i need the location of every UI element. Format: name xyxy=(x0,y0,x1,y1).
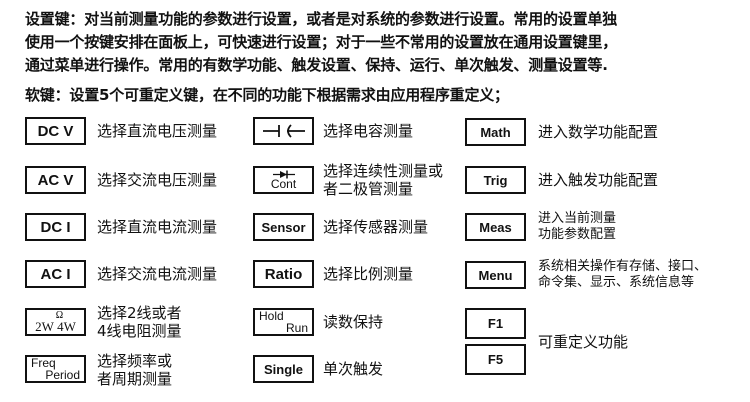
intro-line-1: 设置键：对当前测量功能的参数进行设置，或者是对系统的参数进行设置。常用的设置单独 xyxy=(25,10,618,28)
freq-desc-1: 选择频率或 xyxy=(97,352,173,370)
dci-desc: 选择直流电流测量 xyxy=(97,218,218,236)
aci-key: AC I xyxy=(25,260,86,288)
aci-desc: 选择交流电流测量 xyxy=(97,265,218,283)
cont-desc-2: 者二极管测量 xyxy=(323,180,414,198)
f5-key: F5 xyxy=(465,344,526,375)
softkey-desc: 可重定义功能 xyxy=(538,333,629,351)
ratio-key: Ratio xyxy=(253,260,314,288)
ohm-2w: 2W xyxy=(35,319,54,334)
menu-key: Menu xyxy=(465,261,526,289)
trig-key: Trig xyxy=(465,166,526,194)
meas-key: Meas xyxy=(465,213,526,241)
ohm-symbol: Ω xyxy=(55,310,64,321)
freq-desc-2: 者周期测量 xyxy=(97,370,173,388)
capacitance-key xyxy=(253,117,314,145)
freq-key: Freq Period xyxy=(25,355,86,383)
intro-line-3: 通过菜单进行操作。常用的有数学功能、触发设置、保持、运行、单次触发、测量设置等. xyxy=(25,56,608,74)
freq-label: Freq xyxy=(31,356,56,370)
cont-desc-1: 选择连续性测量或 xyxy=(323,162,444,180)
cont-label: Cont xyxy=(270,177,297,191)
sensor-desc: 选择传感器测量 xyxy=(323,218,429,236)
ohm-desc-2: 4线电阻测量 xyxy=(97,322,182,340)
dci-key: DC I xyxy=(25,213,86,241)
run-label: Run xyxy=(285,321,308,335)
acv-key: AC V xyxy=(25,166,86,194)
ohm-key: Ω 2W 4W xyxy=(25,308,86,336)
math-key: Math xyxy=(465,118,526,146)
capacitor-icon xyxy=(262,124,305,138)
ratio-desc: 选择比例测量 xyxy=(323,265,414,283)
menu-desc-1: 系统相关操作有存储、接口、 xyxy=(538,259,708,274)
f1-key: F1 xyxy=(465,308,526,339)
acv-desc: 选择交流电压测量 xyxy=(97,171,218,189)
ohm-4w: 4W xyxy=(57,319,76,334)
intro-line-2: 使用一个按键安排在面板上，可快速进行设置；对于一些不常用的设置放在通用设置键里， xyxy=(25,33,618,51)
hold-label: Hold xyxy=(259,309,284,323)
meas-desc-1: 进入当前测量 xyxy=(538,211,617,226)
meas-desc-2: 功能参数配置 xyxy=(538,227,617,242)
single-key: Single xyxy=(253,355,314,383)
sensor-key: Sensor xyxy=(253,213,314,241)
hold-desc: 读数保持 xyxy=(323,313,384,331)
single-desc: 单次触发 xyxy=(323,360,384,378)
menu-desc-2: 命令集、显示、系统信息等 xyxy=(538,275,695,290)
diode-icon xyxy=(272,170,295,179)
continuity-key: Cont xyxy=(253,166,314,194)
trig-desc: 进入触发功能配置 xyxy=(538,171,659,189)
period-label: Period xyxy=(45,368,80,382)
dcv-desc: 选择直流电压测量 xyxy=(97,122,218,140)
math-desc: 进入数学功能配置 xyxy=(538,123,659,141)
capacitance-desc: 选择电容测量 xyxy=(323,122,414,140)
ohm-desc-1: 选择2线或者 xyxy=(97,304,182,322)
dcv-key: DC V xyxy=(25,117,86,145)
softkey-text: 软键：设置5个可重定义键，在不同的功能下根据需求由应用程序重定义； xyxy=(25,86,509,104)
hold-run-key: Hold Run xyxy=(253,308,314,336)
